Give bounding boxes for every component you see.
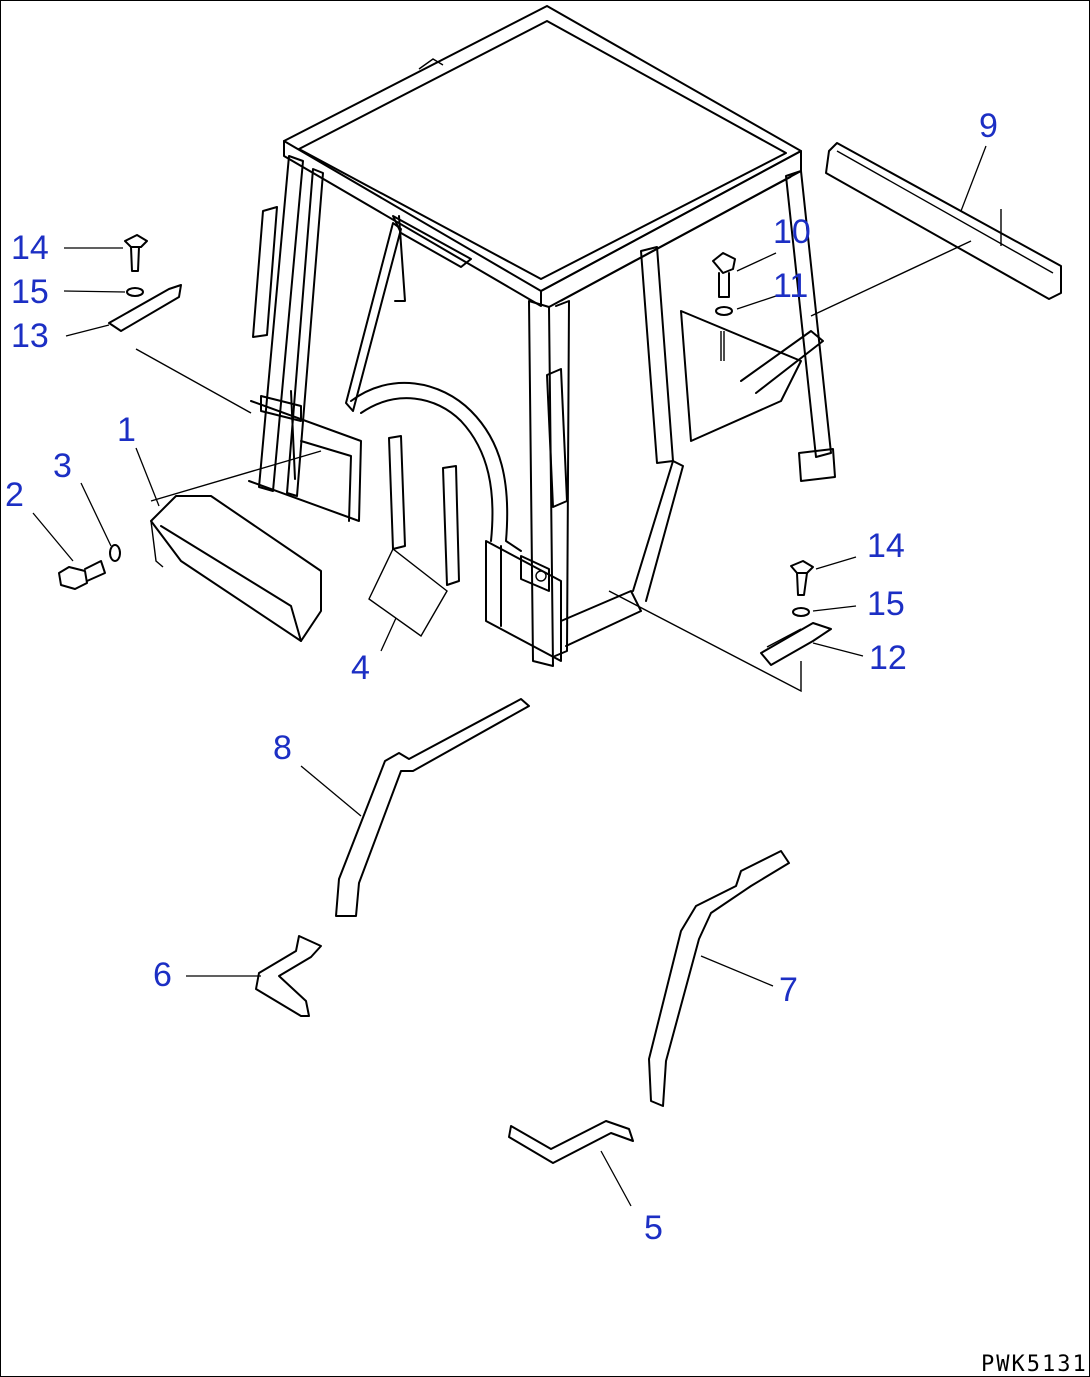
callout-15-right: 15	[867, 585, 905, 623]
part-10-bolt	[712, 252, 736, 298]
callout-7: 7	[779, 971, 798, 1009]
part-6-bracket	[255, 935, 322, 1017]
part-1-front-cover	[150, 495, 322, 642]
callout-6: 6	[153, 956, 172, 994]
part-7-rail	[648, 850, 790, 1107]
callout-1: 1	[117, 411, 136, 449]
callout-11: 11	[773, 267, 808, 305]
part-11-washer	[715, 306, 733, 316]
callout-12: 12	[869, 639, 907, 677]
callout-4: 4	[351, 649, 370, 687]
cab-frame	[248, 5, 836, 667]
callout-2: 2	[5, 476, 24, 514]
part-8-rail	[335, 698, 530, 917]
drawing-code: PWK5131	[981, 1352, 1088, 1377]
part-12-clip	[760, 622, 832, 666]
part-4-seal	[368, 547, 448, 638]
part-15-washer-upper	[126, 287, 144, 297]
callout-9: 9	[979, 107, 998, 145]
callout-labels: 1 2 3 4 5 6 7 8 9 10 11 12 13 14 15 14 1…	[5, 107, 998, 1247]
leader-lines	[32, 145, 1002, 1207]
callout-14-left: 14	[11, 229, 49, 267]
part-5-bar	[508, 1120, 634, 1164]
part-9-roof-rail	[825, 142, 1062, 300]
callout-14-right: 14	[867, 527, 905, 565]
callout-5: 5	[644, 1209, 663, 1247]
part-2-bolt	[58, 560, 106, 590]
callout-13: 13	[11, 317, 49, 355]
part-13-clip	[108, 284, 182, 332]
part-14-screw-right	[790, 560, 814, 596]
callout-3: 3	[53, 447, 72, 485]
callout-10: 10	[773, 213, 811, 251]
part-14-screw-upper	[124, 234, 148, 272]
part-3-washer	[109, 544, 121, 562]
part-15-washer-right	[792, 607, 810, 617]
callout-8: 8	[273, 729, 292, 767]
callout-15-left: 15	[11, 273, 49, 311]
